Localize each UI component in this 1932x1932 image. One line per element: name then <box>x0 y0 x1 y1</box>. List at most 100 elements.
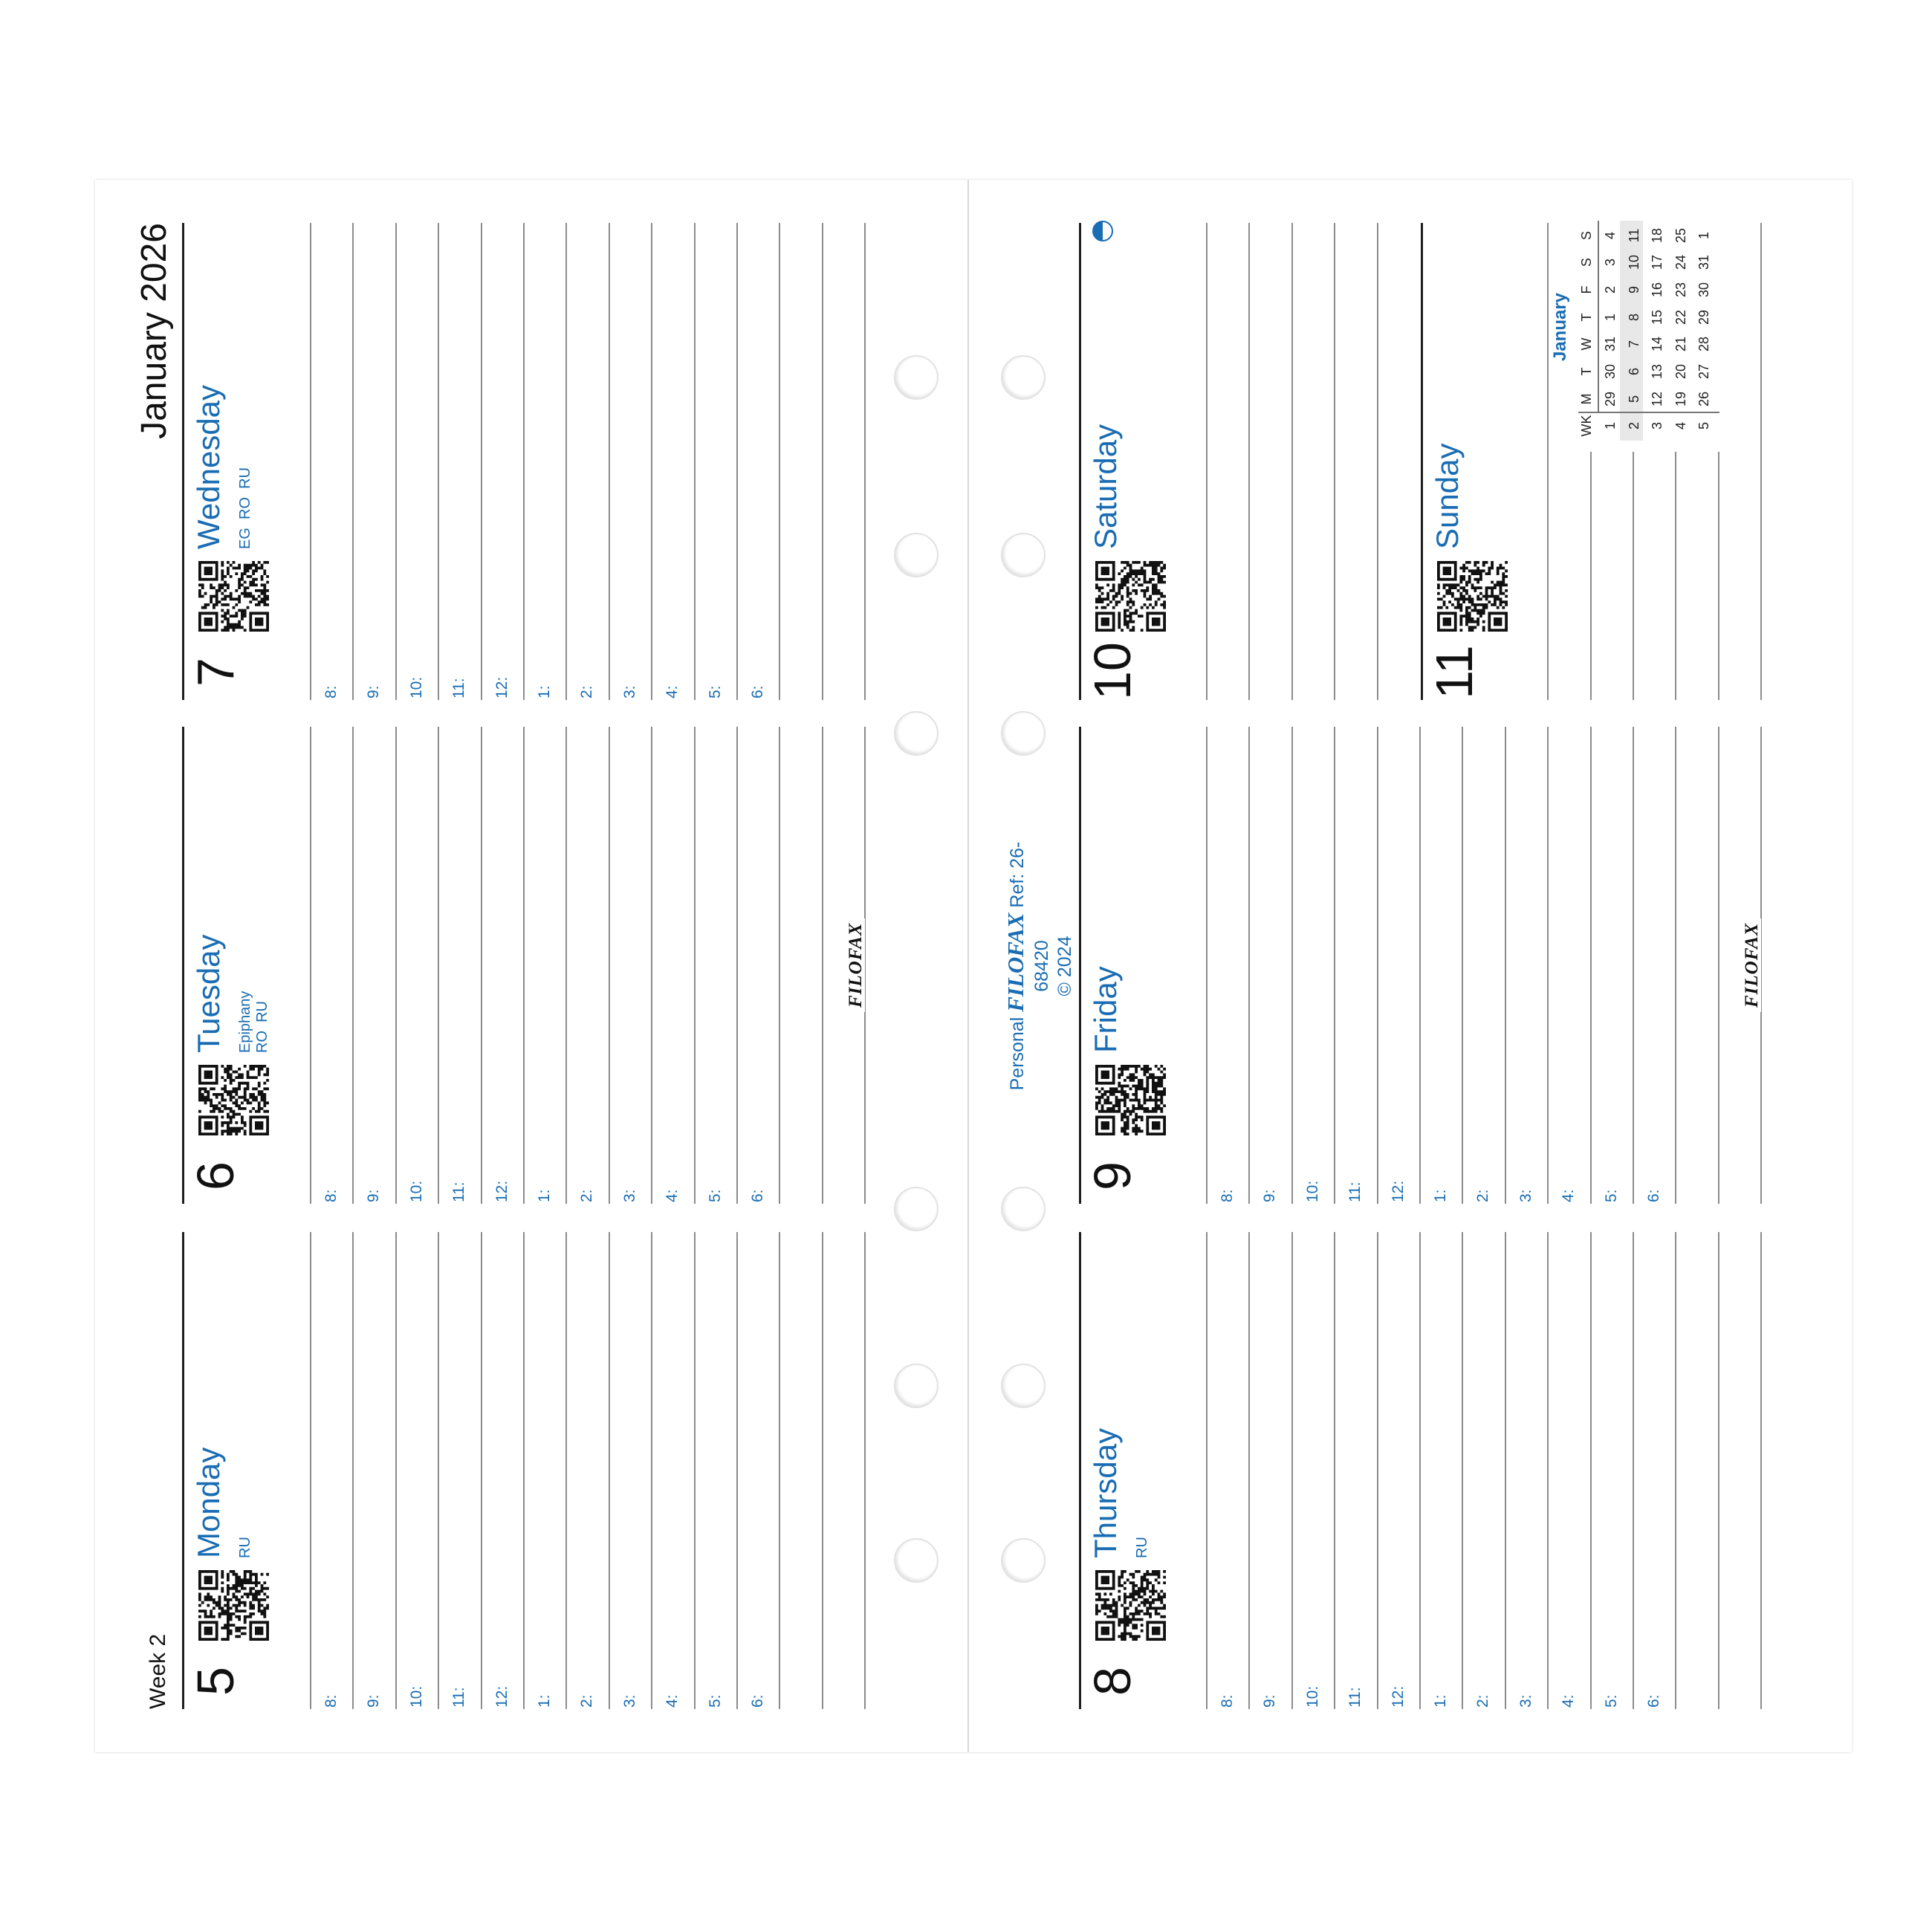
week-number-cell: 3 <box>1650 422 1664 430</box>
filofax-logo: FILOFAX <box>846 918 866 1012</box>
hour-line <box>1206 1232 1208 1709</box>
hour-line <box>1675 452 1677 700</box>
qr-code-icon <box>198 1065 269 1135</box>
hour-line <box>1504 727 1506 1204</box>
hour-label: 11: <box>450 1687 468 1708</box>
day-header-rule <box>1079 223 1081 700</box>
day-header-rule <box>1421 223 1423 700</box>
copyright: © 2024 <box>1054 936 1075 996</box>
hour-line <box>1589 727 1592 1204</box>
hour-line <box>395 223 397 700</box>
hour-label: 1: <box>1432 1694 1449 1708</box>
hour-line <box>821 223 823 700</box>
calendar-header: S <box>1579 258 1594 268</box>
hour-line <box>1462 727 1464 1204</box>
hour-line <box>523 223 525 700</box>
hour-line <box>1248 727 1251 1204</box>
hour-line <box>438 727 440 1204</box>
hour-line <box>1376 223 1378 700</box>
hour-line <box>1376 727 1378 1204</box>
calendar-day: 13 <box>1650 363 1664 380</box>
hour-label: 8: <box>1219 1694 1236 1708</box>
hour-label: 4: <box>664 1189 681 1202</box>
hour-label: 1: <box>1432 1189 1449 1202</box>
day-header-rule <box>1079 1232 1081 1709</box>
punch-hole <box>894 355 939 400</box>
hour-label: 8: <box>322 685 340 698</box>
hour-line <box>1633 727 1634 1204</box>
calendar-header: F <box>1579 285 1594 294</box>
hour-label: 10: <box>1303 1180 1321 1202</box>
print-reference: Personal FILOFAX Ref: 26-68420 © 2024 <box>1002 817 1077 1115</box>
calendar-day: 6 <box>1626 368 1641 376</box>
mini-calendar-title: January <box>1550 292 1570 362</box>
calendar-day: 31 <box>1603 336 1618 352</box>
hour-label: 10: <box>1303 1685 1321 1708</box>
filofax-brand-logo: FILOFAX <box>1002 912 1028 1012</box>
hour-line <box>1760 223 1763 700</box>
calendar-day: 21 <box>1673 336 1688 352</box>
hour-label: 11: <box>1346 1181 1364 1202</box>
calendar-day: 26 <box>1696 391 1711 407</box>
moon-phase-icon <box>1092 221 1113 242</box>
qr-code-icon <box>1437 561 1508 632</box>
hour-label: 3: <box>1517 1694 1534 1708</box>
hour-label: 4: <box>664 685 681 698</box>
hour-line <box>864 223 866 700</box>
day-number: 5 <box>187 1667 244 1696</box>
qr-code-icon <box>198 1570 269 1641</box>
hour-line <box>779 223 781 700</box>
hour-label: 4: <box>1560 1189 1578 1202</box>
hour-line <box>608 223 610 700</box>
calendar-day: 5 <box>1626 395 1641 403</box>
punch-hole <box>1001 1187 1046 1231</box>
hour-label: 2: <box>578 685 596 698</box>
hour-line <box>651 727 653 1204</box>
day-number: 6 <box>187 1161 244 1190</box>
calendar-day: 18 <box>1650 227 1664 244</box>
hour-line <box>736 1232 738 1709</box>
hour-label: 5: <box>1602 1189 1620 1202</box>
hour-label: 9: <box>365 1694 383 1708</box>
hour-line <box>1291 1232 1293 1709</box>
calendar-day: 2 <box>1603 286 1618 294</box>
calendar-day: 29 <box>1603 391 1618 407</box>
hour-label: 8: <box>322 1694 340 1708</box>
hour-label: 12: <box>493 1685 510 1708</box>
hour-label: 5: <box>706 1694 724 1708</box>
hour-line <box>779 727 781 1204</box>
hour-line <box>693 1232 696 1709</box>
hour-label: 3: <box>1517 1189 1534 1202</box>
day-number: 10 <box>1083 642 1141 700</box>
punch-hole <box>1001 1364 1046 1408</box>
day-header-rule <box>182 223 184 700</box>
hour-label: 3: <box>620 1694 638 1708</box>
hour-label: 11: <box>450 1181 468 1202</box>
hour-line <box>608 727 610 1204</box>
calendar-day: 15 <box>1650 309 1664 325</box>
punch-hole <box>894 533 939 577</box>
hour-line <box>395 727 397 1204</box>
hour-line <box>352 223 354 700</box>
calendar-day: 30 <box>1603 363 1618 380</box>
hour-line <box>310 1232 311 1709</box>
hour-label: 6: <box>749 1189 766 1202</box>
calendar-day: 9 <box>1626 286 1641 294</box>
hour-line <box>1675 1232 1677 1709</box>
hour-line <box>779 1232 781 1709</box>
hour-line <box>565 223 568 700</box>
hour-line <box>1419 1232 1421 1709</box>
hour-label: 4: <box>664 1694 681 1708</box>
ref-line: Personal FILOFAX Ref: 26-68420 <box>1002 817 1054 1115</box>
hour-label: 6: <box>749 685 766 698</box>
holiday-note: RU <box>1134 1537 1150 1558</box>
hour-label: 9: <box>1261 1694 1279 1708</box>
calendar-day: 31 <box>1696 254 1711 270</box>
hour-label: 11: <box>1346 1687 1364 1708</box>
hour-line <box>821 1232 823 1709</box>
hour-label: 11: <box>450 678 468 698</box>
calendar-header: W <box>1579 337 1594 351</box>
hour-line <box>1291 727 1293 1204</box>
hour-line <box>864 1232 866 1709</box>
